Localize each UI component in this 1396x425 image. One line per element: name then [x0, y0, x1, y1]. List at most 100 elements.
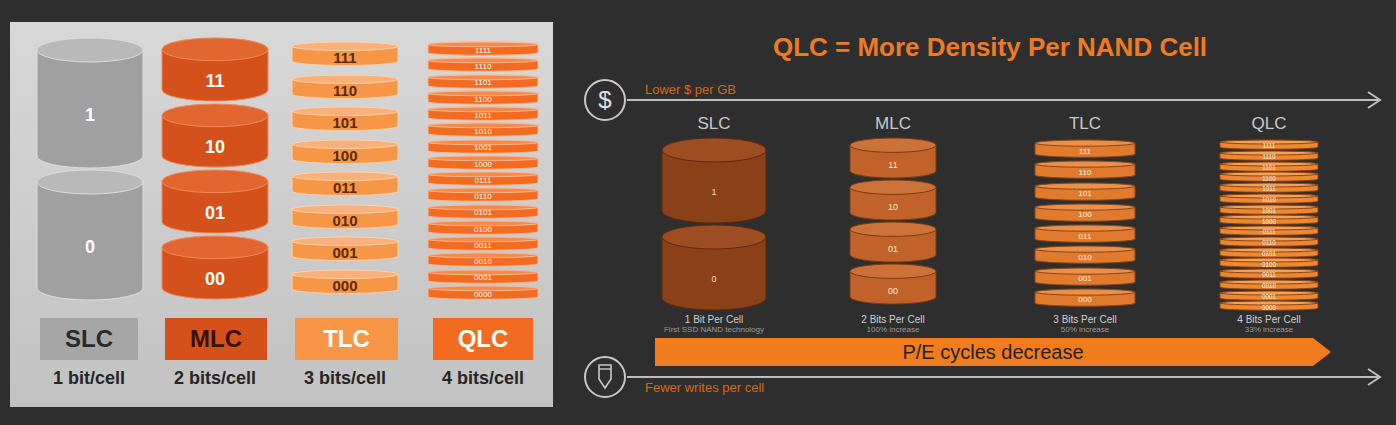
cell-text: 1	[711, 188, 716, 197]
cell-top	[1035, 225, 1135, 231]
text-label: MLC	[793, 114, 993, 134]
nand-cell: 0001	[428, 270, 538, 283]
cell-top	[1035, 183, 1135, 189]
shape	[850, 222, 936, 262]
cell-text: 0111	[475, 177, 492, 185]
box-fill	[165, 318, 267, 360]
nand-cell: 1010	[428, 123, 538, 136]
cell-body	[37, 182, 143, 300]
nand-cell: 101	[1035, 183, 1135, 200]
nand-cell: 10	[162, 104, 268, 167]
cell-text: 011	[333, 180, 357, 195]
cell-text: 101	[1078, 190, 1091, 198]
cell-text: 1001	[1262, 208, 1276, 214]
cell-text: 011	[1079, 233, 1092, 241]
text-label: 3 bits/cell	[245, 368, 445, 389]
nand-cell: 0001	[1220, 291, 1318, 300]
cell-top	[850, 264, 936, 278]
cell-text: TLC	[323, 327, 370, 351]
cell-text: 0101	[1262, 251, 1276, 257]
cell-text: 1110	[1262, 154, 1275, 160]
cell-top	[292, 75, 398, 83]
nand-cell: 10	[850, 180, 936, 220]
cell-text: 100	[1078, 211, 1091, 219]
cell-top	[850, 222, 936, 236]
cell-text: 0001	[474, 274, 492, 282]
cell-text: 1111	[475, 47, 491, 55]
shape	[850, 138, 936, 178]
cell-top	[162, 236, 268, 259]
cell-text: 1011	[1262, 186, 1276, 192]
cell-text: SLC	[65, 327, 113, 351]
cell-text: 001	[332, 245, 357, 260]
nand-cell: 1100	[1220, 172, 1318, 181]
nand-cell: 0101	[1220, 248, 1318, 257]
cell-text: 0011	[474, 242, 491, 250]
cell-text: 00	[888, 287, 898, 296]
nand-cell: 0010	[428, 253, 538, 266]
nand-cell: 101	[292, 107, 398, 131]
text-label: 100% increase	[793, 325, 993, 334]
nand-cell: 001	[1035, 268, 1135, 285]
cell-text: 0	[711, 275, 716, 284]
arrow-band: P/E cycles decrease	[655, 338, 1331, 366]
cell-text: 1100	[474, 96, 491, 104]
nand-cell: 100	[1035, 204, 1135, 221]
label-box: QLC	[433, 318, 533, 360]
arrow-head	[1368, 92, 1380, 108]
cell-text: 110	[333, 83, 357, 98]
text-label: 1 bit/cell	[0, 368, 189, 389]
cell-text: 010	[1078, 254, 1091, 262]
nand-cell: 0000	[428, 286, 538, 299]
cell-text: QLC	[458, 327, 509, 351]
nand-cell: 1101	[1220, 162, 1318, 171]
label-box: SLC	[40, 318, 138, 360]
cell-top	[1035, 246, 1135, 252]
text-label: Fewer writes per cell	[645, 381, 764, 396]
arrow-head	[1368, 369, 1380, 385]
cell-top	[662, 225, 766, 249]
cell-top	[1035, 289, 1135, 295]
cell-text: 001	[1078, 275, 1091, 283]
text-label: Lower $ per GB	[645, 83, 736, 98]
left-panel	[10, 22, 553, 407]
nand-cell: 001	[292, 237, 398, 261]
cell-text: 010	[332, 213, 357, 228]
nand-cell: 0111	[428, 172, 538, 185]
nand-cell: 1010	[1220, 194, 1318, 203]
nand-cell: 1100	[428, 91, 538, 104]
cell-text: 0110	[474, 193, 491, 201]
cell-text: 1111	[1263, 143, 1276, 149]
nand-cell: 00	[850, 264, 936, 304]
shape	[162, 170, 268, 233]
cell-text: 1101	[474, 79, 491, 87]
nand-cell: 0101	[428, 205, 538, 218]
cell-top	[292, 140, 398, 148]
cell-top	[292, 172, 398, 180]
cell-top	[162, 170, 268, 193]
nand-cell: 010	[292, 205, 398, 229]
cell-top	[292, 270, 398, 278]
cell-text: 0100	[1262, 262, 1276, 268]
nand-cell: 1011	[1220, 183, 1318, 192]
dollar-circle	[585, 80, 625, 120]
text-label: 50% increase	[985, 325, 1185, 334]
shape	[850, 264, 936, 304]
shape	[162, 236, 268, 299]
nand-cell: 1001	[1220, 205, 1318, 214]
cell-text: 01	[205, 204, 225, 222]
cell-body	[37, 50, 143, 168]
cell-text: 000	[1078, 296, 1091, 304]
nand-cell: 111	[1035, 140, 1135, 157]
nand-cell: 1011	[428, 107, 538, 120]
nand-cell: 000	[292, 270, 398, 294]
nand-cell: 011	[292, 172, 398, 196]
text-label: 2 bits/cell	[115, 368, 315, 389]
cell-text: 0101	[474, 209, 492, 217]
cell-text: 1010	[1262, 197, 1276, 203]
cell-top	[292, 107, 398, 115]
nand-cell: 01	[162, 170, 268, 233]
nand-cell: 110	[292, 75, 398, 99]
nand-cell: 111	[292, 42, 398, 66]
cell-text: 100	[332, 148, 357, 163]
